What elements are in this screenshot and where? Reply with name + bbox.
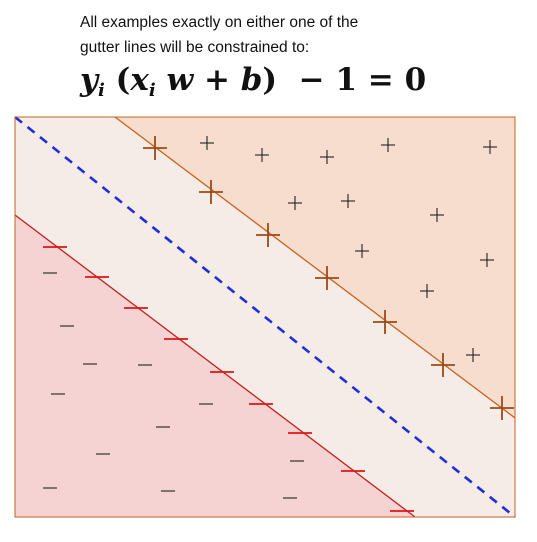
positive-support-marker xyxy=(373,310,397,334)
positive-example-marker xyxy=(200,136,214,150)
positive-support-marker xyxy=(315,266,339,290)
positive-example-marker xyxy=(483,140,497,154)
marker-layer xyxy=(43,136,514,512)
formula-subscript-i: i xyxy=(148,80,156,101)
positive-gutter-line xyxy=(114,116,516,419)
positive-support-marker xyxy=(199,180,223,204)
positive-example-marker xyxy=(430,208,444,222)
caption-line-2: gutter lines will be constrained to: xyxy=(80,39,310,56)
formula-open-paren: ( xyxy=(115,62,131,98)
formula-w: w xyxy=(166,62,194,98)
constraint-formula: yi (xi w + b) − 1 = 0 xyxy=(80,62,426,101)
plot-frame xyxy=(14,116,516,518)
positive-example-marker xyxy=(480,253,494,267)
caption-line-1: All examples exactly on either one of th… xyxy=(80,14,359,31)
formula-x: x xyxy=(130,62,149,98)
positive-example-marker xyxy=(420,284,434,298)
positive-support-marker xyxy=(256,223,280,247)
positive-support-marker xyxy=(490,396,514,420)
positive-example-marker xyxy=(381,138,395,152)
positive-example-marker xyxy=(341,194,355,208)
formula-b: b xyxy=(240,62,263,98)
positive-support-marker xyxy=(143,136,167,160)
formula-plus: + xyxy=(203,62,230,98)
positive-support-marker xyxy=(431,353,455,377)
positive-example-marker xyxy=(355,244,369,258)
formula-y: y xyxy=(80,62,99,98)
formula-rest: − 1 = 0 xyxy=(298,62,427,98)
formula-close-paren: ) xyxy=(262,62,278,98)
decision-boundary-line xyxy=(14,115,516,519)
positive-example-marker xyxy=(466,348,480,362)
negative-gutter-line xyxy=(14,214,416,518)
positive-example-marker xyxy=(320,150,334,164)
caption: All examples exactly on either one of th… xyxy=(80,10,520,60)
formula-subscript-i: i xyxy=(98,80,105,101)
positive-example-marker xyxy=(255,148,269,162)
positive-example-marker xyxy=(288,196,302,210)
